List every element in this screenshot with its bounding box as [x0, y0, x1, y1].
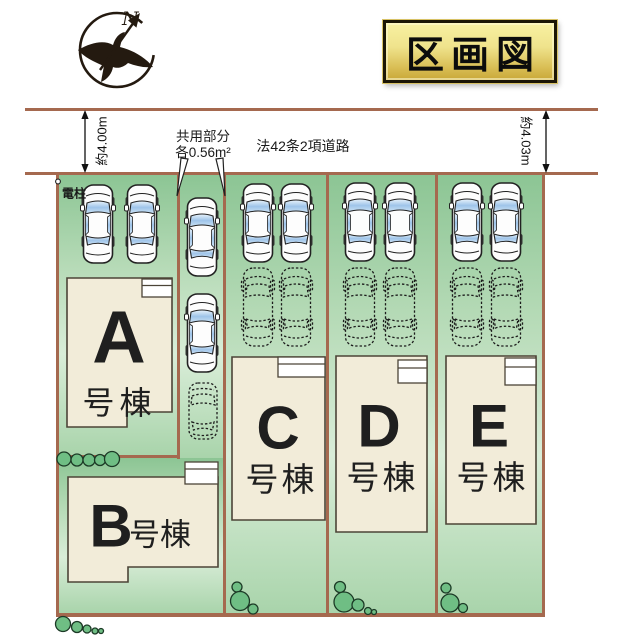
boundary-c-d [326, 172, 329, 617]
shared-area-line2: 各0.56m² [175, 145, 231, 160]
site-boundary-bottom [56, 613, 545, 617]
bird-icon [78, 32, 153, 82]
bush-icon [54, 615, 72, 633]
plan-title-box: 区画図 [382, 19, 558, 84]
boundary-a-driveway [177, 172, 180, 459]
north-label: N [121, 8, 140, 30]
road-width-left-label: 約4.00m [94, 116, 110, 166]
site-boundary-right [542, 172, 545, 617]
shared-area-line1: 共用部分 [176, 129, 230, 145]
lot-c-suffix: 号棟 [245, 461, 318, 498]
shared-area-label: 共用部分 各0.56m² [175, 129, 231, 161]
north-arrowhead-icon [128, 13, 140, 28]
boundary-d-e [435, 172, 438, 617]
lot-d-suffix: 号棟 [346, 459, 419, 496]
road-edge-bottom [25, 172, 598, 175]
boundary-a-b [56, 455, 180, 458]
bush-icon [97, 627, 105, 635]
shared-driveway-strip [180, 175, 223, 458]
lot-a-suffix: 号棟 [82, 385, 157, 421]
road-width-right-label: 約4.03m [518, 116, 534, 166]
lot-b-letter: B [89, 492, 133, 560]
lot-e-suffix: 号棟 [456, 459, 529, 496]
bush-icon [70, 620, 84, 634]
dimension-arrow-left [81, 110, 89, 173]
lot-a-letter: A [92, 295, 146, 379]
lot-b-suffix: 号棟 [129, 517, 191, 553]
dimension-arrow-right [542, 110, 550, 173]
plan-title: 区画図 [405, 32, 541, 77]
bush-icon [91, 627, 99, 635]
lot-e-letter: E [468, 392, 510, 460]
compass-rose: N [78, 8, 156, 89]
lot-c-letter: C [256, 394, 300, 462]
road-name-label: 法42条2項道路 [256, 138, 350, 154]
utility-pole-label: 電柱 [61, 186, 87, 201]
site-boundary-left [56, 172, 59, 617]
compass-needle [99, 21, 135, 71]
bush-icon [82, 624, 92, 634]
road-edge-top [25, 108, 598, 111]
lot-d-letter: D [357, 392, 401, 460]
boundary-driveway-c [223, 172, 226, 617]
